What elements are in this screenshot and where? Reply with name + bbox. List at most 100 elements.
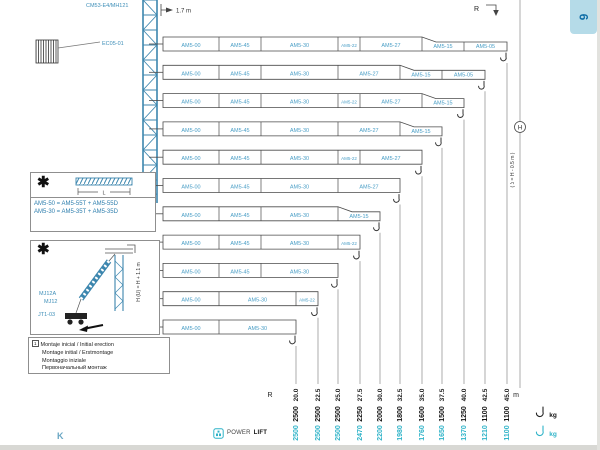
powerlift-icon [213,427,224,439]
legend-line-es-en: Montaje inicial / Initial erection [40,342,114,348]
hook-icon [373,222,380,232]
hook-height-note: ( ʖ = H - 0.5 m ) [510,152,516,187]
section-label: AM5-30 [290,156,309,162]
section-label: AM5-27 [381,156,400,162]
section-label: AM5-30 [290,43,309,49]
asterisk-mark: ✱ [37,174,50,191]
section-label: AM5-45 [230,185,249,191]
section-label: AM5-00 [181,241,200,247]
radius-value: 25.0 [335,388,342,401]
section-label: AM5-30 [290,71,309,77]
unit-kg-powerlift-label: kg [549,431,557,438]
jib-outline [162,234,361,250]
jib-outline [162,178,401,193]
section-label: AM5-22 [341,241,357,246]
hook-icon [415,165,422,175]
jib-outline [162,149,423,165]
section-label: AM5-00 [181,71,200,77]
section-label: AM5-27 [359,71,378,77]
hook-icon [478,80,485,90]
load-value: 1100 [504,406,511,421]
hook-icon [435,137,442,147]
section-label: AM5-00 [181,43,200,49]
section-label: AM5-45 [230,241,249,247]
hook-icon [457,109,464,118]
note-box-erection: ✱ MJ12A MJ12 JT1-03 H (U) = H + 1.1 m [30,240,160,335]
jib-outline [162,319,297,335]
unit-m-label: m [513,392,519,399]
radius-value: 45.0 [504,388,511,401]
hook-icon [311,307,318,316]
powerlift-load-value: 1370 [461,425,468,441]
height-symbol: H [518,126,522,132]
section-label: AM5-22 [341,156,357,161]
radius-value: 32.5 [397,388,404,401]
tower-offset-dimension [160,4,173,16]
jib-outline [162,64,486,80]
height-symbol-circle [514,121,526,133]
jib-outline [162,291,319,307]
jib-outline [162,206,381,222]
erection-sketch [65,244,136,332]
load-value: 2250 [357,406,364,422]
section-dividers [218,65,443,80]
load-value: 1600 [419,406,426,422]
section-label: AM5-22 [341,43,357,48]
unit-kg-label: kg [549,412,557,419]
radius-arrow-icon [486,4,499,16]
legend-line-fr-de: Montage initial / Erstmontage [42,349,114,356]
section-label: AM5-00 [181,298,200,304]
section-label: AM5-00 [181,128,200,134]
load-value: 2500 [315,406,322,422]
section-label: AM5-30 [290,100,309,106]
section-label: AM5-30 [248,298,267,304]
powerlift-load-value: 1100 [504,425,511,440]
powerlift-load-value: 2500 [315,425,322,441]
note-box-sections: ✱ L AM5-50 = AM5-55T + AM5-55D AM5-30 = … [30,172,156,232]
powerlift-load-value: 1760 [419,425,426,441]
section-dividers [218,150,361,165]
radius-value: 35.0 [419,388,426,401]
section-label: AM5-45 [230,43,249,49]
section-dividers [218,235,339,250]
load-value: 1800 [397,406,404,422]
load-table-axis: 20.02500250022.52500250025.02500250027.5… [293,388,511,440]
powerlift-load-value: 2470 [357,425,364,441]
section-label: AM5-00 [181,213,200,219]
powerlift-load-value: 2500 [335,425,342,441]
load-value: 1100 [482,406,489,421]
section-label: AM5-45 [230,128,249,134]
hook-icon-powerlift [535,425,544,437]
length-dim-label: L [102,191,105,197]
section-label: AM5-30 [290,185,309,191]
ballast-block [35,39,59,64]
section-label: AM5-00 [181,185,200,191]
section-label: AM5-05 [476,44,495,50]
section-label: AM5-27 [359,185,378,191]
section-label: AM5-30 [248,326,267,332]
hook-icon [331,278,338,288]
jib-outline [162,93,465,108]
jib-outline [162,263,339,278]
section-dividers [218,178,339,193]
radius-value: 40.0 [461,388,468,401]
section-label: AM5-15 [411,72,430,78]
legend-line-ru: Первоначальный монтаж [42,365,107,372]
footer-mark: K [57,431,64,441]
section-label: AM5-30 [290,128,309,134]
section-label: AM5-27 [359,128,378,134]
load-value: 1500 [439,406,446,422]
section-label: AM5-00 [181,156,200,162]
page-index-tab[interactable]: 6 [570,0,597,34]
section-label: AM5-45 [230,71,249,77]
erection-height-note: H (U) = H + 1.1 m [136,262,142,302]
load-value: 2500 [335,406,342,422]
section-dividers [218,121,401,136]
load-value: 2500 [293,406,300,422]
